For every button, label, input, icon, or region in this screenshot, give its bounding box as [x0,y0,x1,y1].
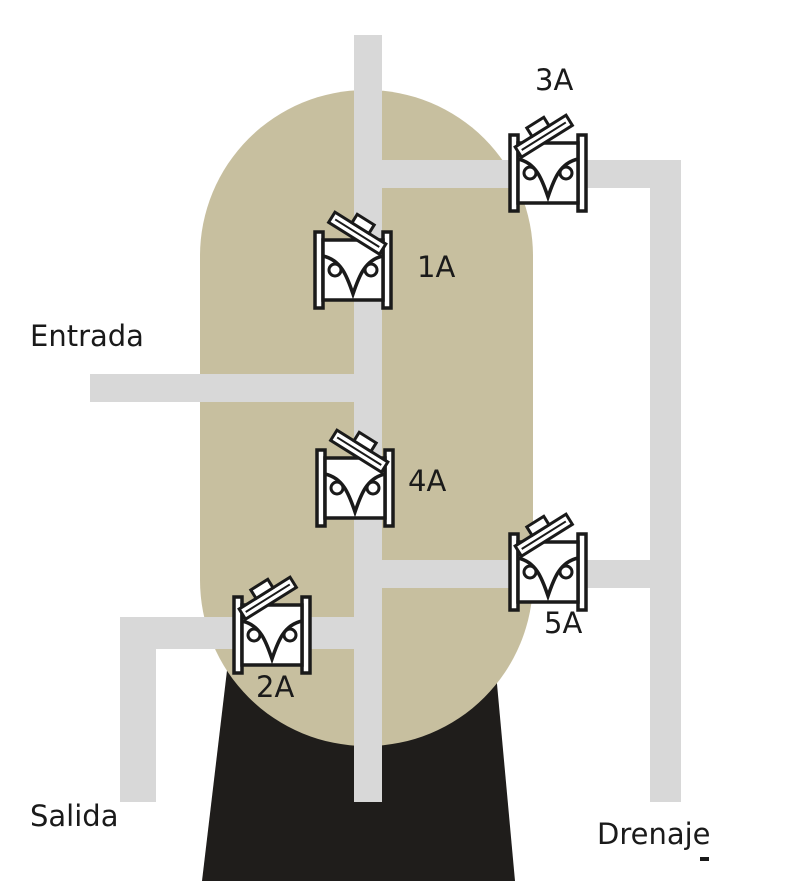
valve-label-2a: 2A [256,670,294,704]
valve-label-3a: 3A [535,63,573,97]
pipes [90,35,681,802]
drain-riser-pipe [650,160,681,802]
mid-branch-pipe [382,560,512,588]
corner-mark [700,857,709,861]
label-drenaje: Drenaje [597,817,711,851]
valve-3a[interactable] [508,104,588,213]
top-branch-pipe [382,160,512,188]
valve-label-4a: 4A [408,464,446,498]
label-salida: Salida [30,799,118,833]
inlet-pipe [90,374,354,402]
valve-label-1a: 1A [417,250,455,284]
outlet-riser-pipe [120,617,156,802]
label-entrada: Entrada [30,319,144,353]
valve-label-5a: 5A [544,606,582,640]
central-pipe [354,35,382,802]
drain-lower-pipe [583,560,650,588]
